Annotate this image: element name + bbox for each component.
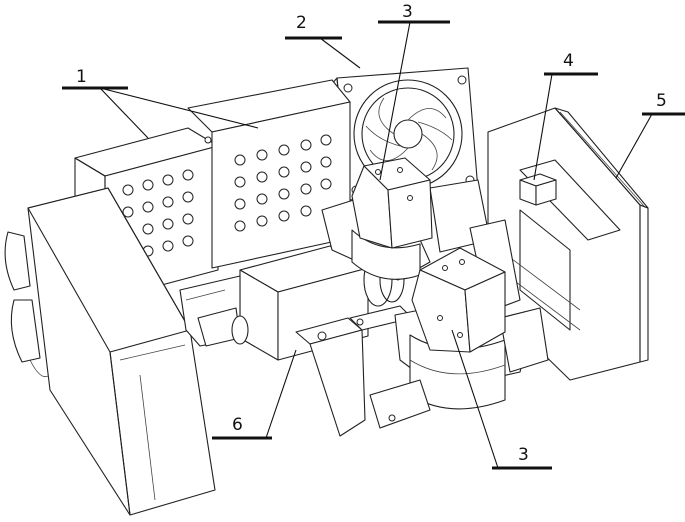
small-square-part bbox=[519, 173, 557, 206]
vent-holes-right bbox=[234, 134, 332, 232]
heat-sink-box bbox=[74, 79, 351, 301]
label-part-1: 1 bbox=[76, 67, 87, 87]
part-labels: 1 2 3 4 5 6 3 bbox=[76, 2, 667, 465]
label-part-5: 5 bbox=[656, 91, 667, 111]
label-part-2: 2 bbox=[296, 13, 307, 33]
left-housing bbox=[4, 187, 216, 516]
label-part-3-top: 3 bbox=[402, 2, 413, 22]
leader-lines bbox=[62, 20, 685, 470]
prism-upper bbox=[351, 157, 433, 249]
label-part-3-bottom: 3 bbox=[518, 445, 529, 465]
label-part-4: 4 bbox=[563, 51, 574, 71]
prism-lower bbox=[411, 247, 506, 353]
label-part-6: 6 bbox=[232, 415, 243, 435]
